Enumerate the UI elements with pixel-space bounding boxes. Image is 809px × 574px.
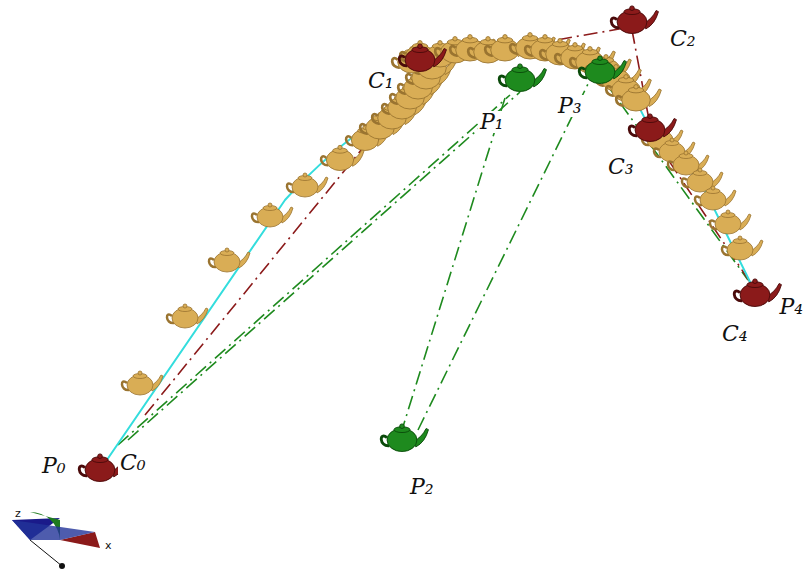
teapot <box>734 279 781 307</box>
teapot <box>399 44 446 72</box>
point-label: P₁ <box>478 111 506 133</box>
teapot <box>722 236 763 260</box>
trajectory <box>100 45 755 471</box>
teapot <box>209 248 250 272</box>
point-label: C₀ <box>118 452 148 474</box>
teapot <box>122 371 163 395</box>
control-polygon <box>128 92 520 440</box>
control-polygon <box>402 98 505 430</box>
teapot <box>499 64 546 92</box>
point-label: P₃ <box>556 95 584 117</box>
axis-icon <box>12 512 100 569</box>
control-polygon <box>605 82 748 280</box>
control-polygon <box>418 84 588 430</box>
teapot <box>616 85 661 111</box>
teapot <box>167 304 208 328</box>
teapot <box>252 203 293 227</box>
axis-label: z <box>13 508 23 519</box>
teapot <box>579 56 626 84</box>
point-label: C₄ <box>720 323 750 345</box>
point-label: P₀ <box>40 455 68 477</box>
control-polygon <box>655 140 752 285</box>
point-label: C₁ <box>366 70 396 92</box>
point-label: C₃ <box>606 156 636 178</box>
teapot <box>611 6 658 34</box>
teapot <box>381 424 428 452</box>
point-label: P₂ <box>408 476 436 498</box>
point-label: P₄ <box>777 296 805 318</box>
control-polygon <box>118 95 510 445</box>
teapot <box>654 138 695 162</box>
teapot <box>695 186 736 210</box>
control-polygon <box>145 78 420 415</box>
teapot <box>668 151 709 175</box>
point-label: C₂ <box>668 28 698 50</box>
axis-label: x <box>103 540 114 551</box>
teapot <box>710 210 751 234</box>
teapot <box>629 114 676 142</box>
teapot <box>287 173 328 197</box>
